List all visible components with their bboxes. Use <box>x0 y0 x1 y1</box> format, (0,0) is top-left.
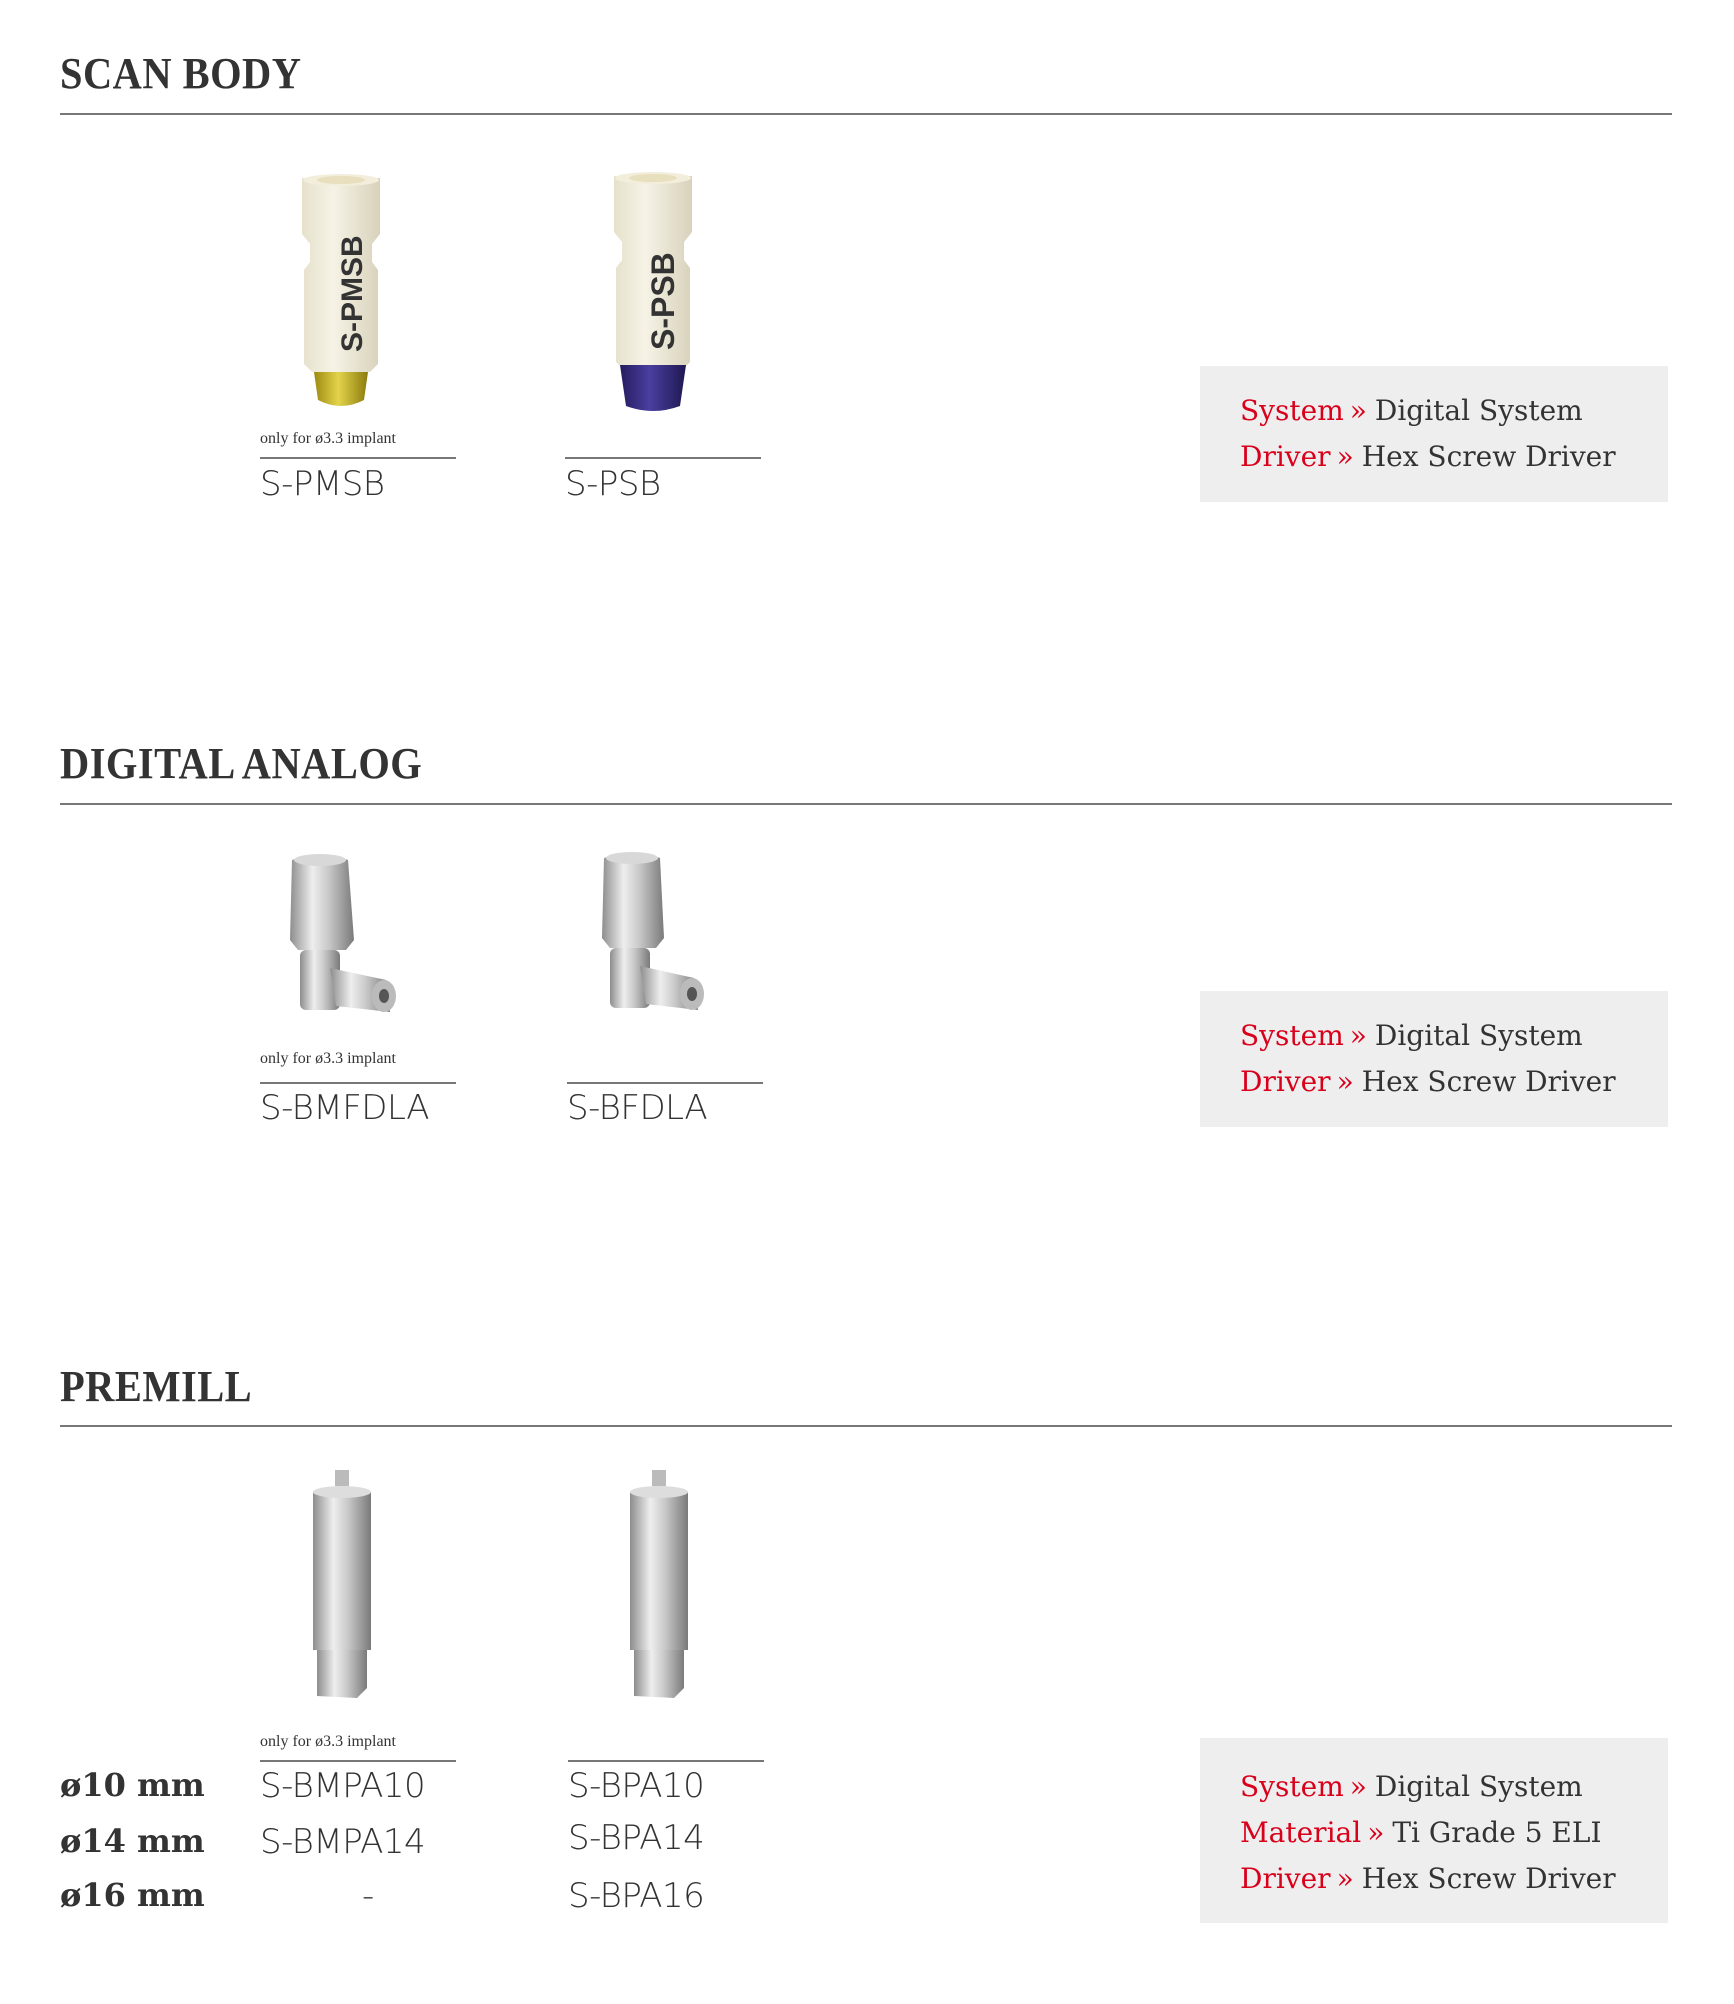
section-divider <box>60 1425 1672 1427</box>
diameter-label: ø14 mm <box>60 1822 205 1860</box>
product-code: S-PMSB <box>260 464 385 504</box>
engraving: S-PMSB <box>336 235 369 352</box>
product-code: S-BFDLA <box>567 1088 708 1128</box>
product-divider <box>260 1760 456 1762</box>
product-note: only for ø3.3 implant <box>260 1733 396 1750</box>
spec-box: System»Digital System Driver»Hex Screw D… <box>1200 366 1668 502</box>
product-code: S-BPA14 <box>568 1818 705 1858</box>
section-title-premill: PREMILL <box>60 1362 253 1411</box>
spec-line-system: System»Digital System <box>1240 394 1583 427</box>
product-note: only for ø3.3 implant <box>260 430 396 447</box>
product-code: S-BMFDLA <box>260 1088 429 1128</box>
spec-line-material: Material»Ti Grade 5 ELI <box>1240 1816 1602 1849</box>
product-code-empty: - <box>362 1876 374 1916</box>
product-divider <box>260 457 456 459</box>
spec-line-system: System»Digital System <box>1240 1019 1583 1052</box>
product-code: S-BMPA10 <box>260 1766 426 1806</box>
spec-line-driver: Driver»Hex Screw Driver <box>1240 1862 1616 1895</box>
scan-body-s-pmsb-image: S-PMSB <box>302 174 380 406</box>
section-divider <box>60 113 1672 115</box>
digital-analog-s-bfdla-image <box>602 852 704 1010</box>
spec-line-driver: Driver»Hex Screw Driver <box>1240 440 1616 473</box>
product-divider <box>260 1082 456 1084</box>
spec-line-driver: Driver»Hex Screw Driver <box>1240 1065 1616 1098</box>
product-divider <box>568 1760 764 1762</box>
section-title-digital-analog: DIGITAL ANALOG <box>60 739 423 788</box>
product-code: S-BMPA14 <box>260 1822 426 1862</box>
digital-analog-s-bmfdla-image <box>290 854 396 1012</box>
section-title-scan-body: SCAN BODY <box>60 49 302 98</box>
product-code: S-PSB <box>565 464 661 504</box>
premill-s-bmpa-image <box>313 1470 371 1698</box>
diameter-label: ø16 mm <box>60 1876 205 1914</box>
premill-s-bpa-image <box>630 1470 688 1698</box>
spec-line-system: System»Digital System <box>1240 1770 1583 1803</box>
product-note: only for ø3.3 implant <box>260 1050 396 1067</box>
engraving: S-PSB <box>645 252 681 350</box>
scan-body-s-psb-image: S-PSB <box>614 172 692 411</box>
product-code: S-BPA16 <box>568 1876 705 1916</box>
product-code: S-BPA10 <box>568 1766 705 1806</box>
diameter-label: ø10 mm <box>60 1766 205 1804</box>
product-divider <box>567 1082 763 1084</box>
product-divider <box>565 457 761 459</box>
spec-box: System»Digital System Driver»Hex Screw D… <box>1200 991 1668 1127</box>
section-divider <box>60 803 1672 805</box>
spec-box: System»Digital System Material»Ti Grade … <box>1200 1738 1668 1923</box>
